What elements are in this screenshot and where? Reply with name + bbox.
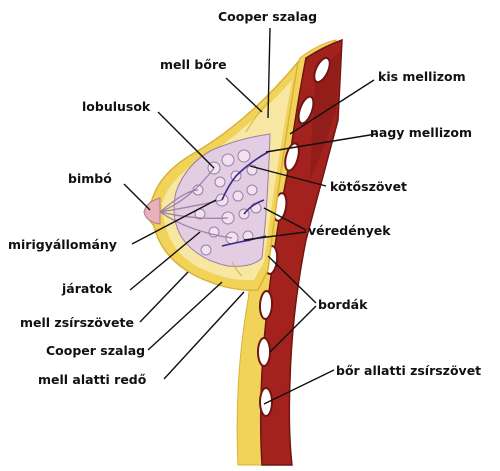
label-cooper-top: Cooper szalag bbox=[218, 9, 318, 24]
rib bbox=[284, 142, 300, 172]
label-nipple: bimbó bbox=[68, 171, 112, 186]
label-fat: mell zsírszövete bbox=[20, 315, 134, 330]
rib bbox=[257, 337, 271, 367]
label-connective: kötőszövet bbox=[330, 179, 408, 194]
label-pec-major: nagy mellizom bbox=[370, 125, 473, 140]
label-ribs: bordák bbox=[318, 297, 368, 312]
rib bbox=[258, 290, 274, 320]
label-ducts: járatok bbox=[62, 281, 113, 296]
label-fold: mell alatti redő bbox=[38, 372, 147, 387]
rib bbox=[297, 95, 315, 125]
pectoralis-minor bbox=[310, 52, 340, 180]
lobules bbox=[192, 149, 262, 256]
rib bbox=[259, 387, 273, 417]
label-cooper-bottom: Cooper szalag bbox=[46, 343, 146, 358]
label-pec-minor: kis mellizom bbox=[378, 69, 466, 84]
rib bbox=[313, 56, 331, 84]
leader-lines bbox=[123, 27, 377, 405]
nipple bbox=[143, 197, 161, 225]
label-subcut-fat: bőr allatti zsírszövet bbox=[336, 363, 482, 378]
label-vessels: véredények bbox=[308, 223, 391, 238]
ribs bbox=[257, 56, 331, 417]
label-lobules: lobulusok bbox=[82, 99, 151, 114]
ducts bbox=[159, 167, 233, 239]
label-glandular: mirigyállomány bbox=[8, 237, 117, 252]
label-skin: mell bőre bbox=[160, 57, 227, 72]
